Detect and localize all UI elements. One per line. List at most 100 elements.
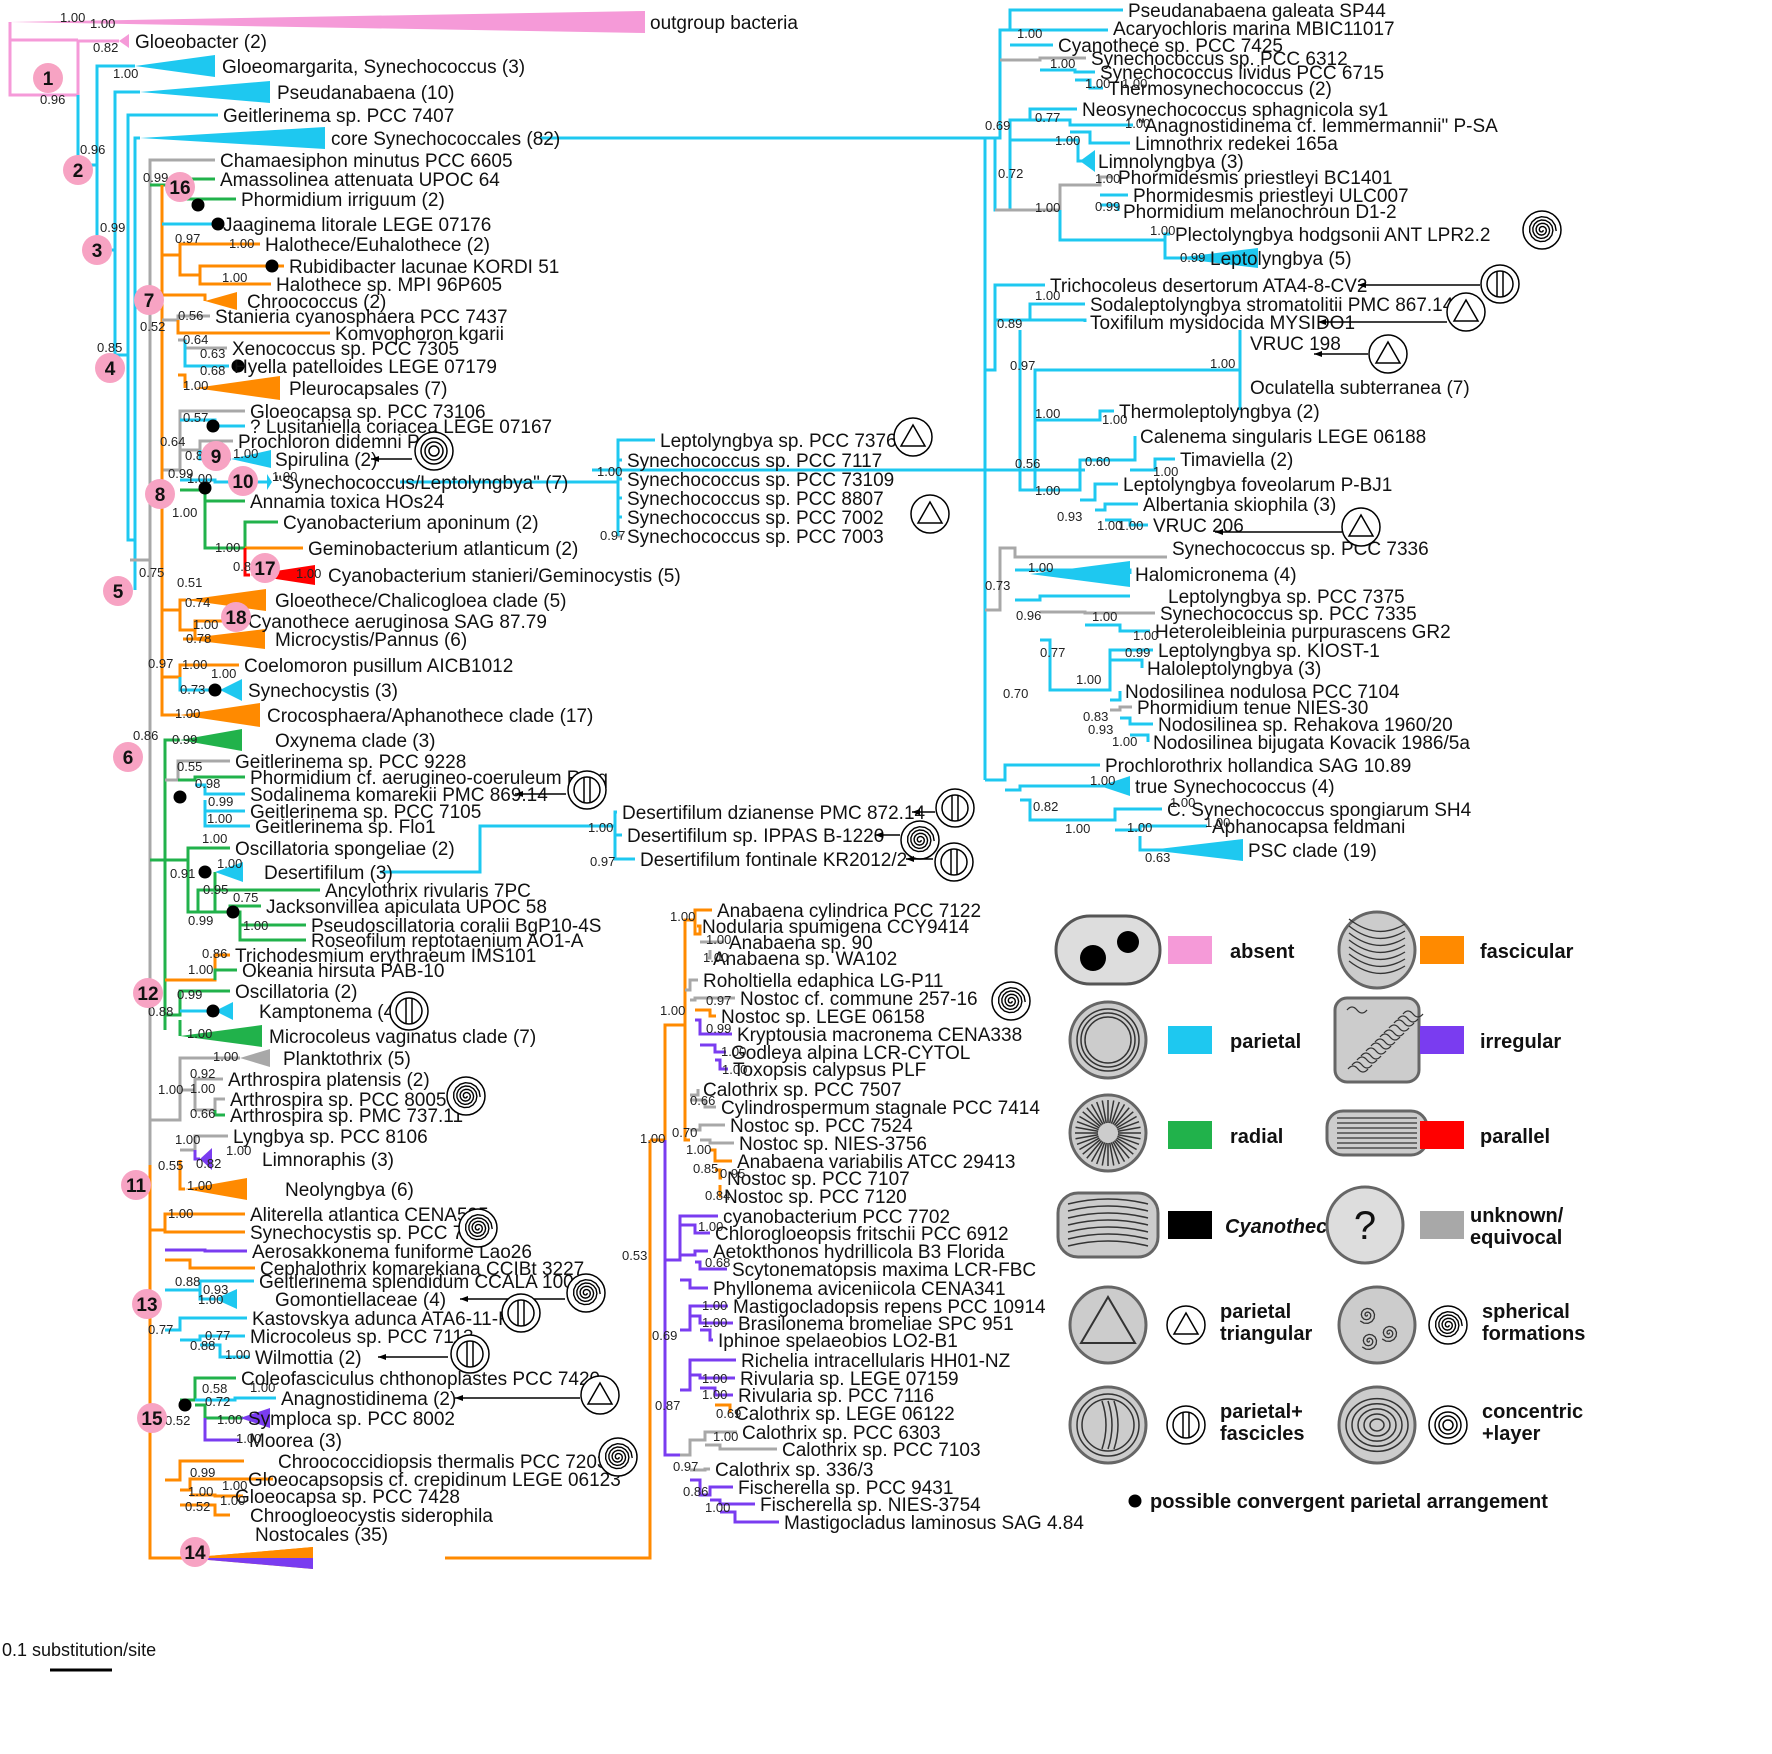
spiral-shape [906,825,935,853]
spiral-shape [464,1213,493,1241]
legend-label: Cyanothece [1225,1216,1338,1238]
node-marker-7 [134,285,164,315]
legend-label: irregular [1480,1031,1561,1053]
branch [1110,658,1144,668]
tip-11: Rubidibacter lacunae KORDI 51 [289,257,559,278]
radial-line [1116,1115,1137,1129]
support-value: 1.00 [1170,795,1195,810]
branch [163,1230,245,1234]
branch [213,1110,225,1117]
support-value: 0.77 [148,1322,173,1337]
right-tip-41: PSC clade (19) [1248,841,1377,862]
support-value: 1.00 [1097,518,1122,533]
pointer-arrowhead [906,856,914,862]
wavy-line [1067,1240,1149,1247]
convergent-dot [211,217,225,231]
branch [162,663,239,679]
collapsed-clade-wedge [135,55,215,77]
support-value: 1.00 [211,666,236,681]
wavy-line [1067,1205,1149,1212]
tip-clade-41: Desertifilum (3) [264,863,393,884]
branch [165,1248,247,1253]
node-marker-number: 11 [126,1176,147,1197]
node-marker-number: 13 [136,1295,157,1316]
irregular-squiggle [1365,1047,1387,1055]
nostocales-tip-9: Toxopsis calypsus PLF [733,1060,926,1081]
support-value: 0.72 [998,166,1023,181]
radial-line [1110,1142,1120,1165]
support-value: 0.86 [683,1484,708,1499]
node-marker-10 [228,466,258,496]
cell-outline [1337,1285,1417,1365]
tip-60: Aerosakkonema funiforme Lao26 [252,1242,532,1263]
nostocales-tip-19: Aetokthonos hydrillicola B3 Florida [713,1242,1005,1263]
tip-clade-32: Synechocystis (3) [248,681,398,702]
branch [695,1018,732,1036]
support-value: 0.93 [1088,722,1113,737]
support-value: 0.97 [175,231,200,246]
support-value: 0.52 [140,319,165,334]
support-value: 0.69 [652,1328,677,1343]
tip-25: Cyanobacterium aponinum (2) [283,513,539,534]
cell-dot [1080,945,1106,971]
right-tip-10: Phormidesmis priestleyi BC1401 [1118,168,1393,189]
legend-swatch-parietal [1168,1026,1212,1054]
node-marker-number: 14 [184,1543,206,1564]
support-value: 1.00 [1210,356,1235,371]
tip-45: Roseofilum reptotaenium AO1-A [311,931,584,952]
radial-line [1086,1107,1103,1126]
support-value: 0.77 [205,1328,230,1343]
support-value: 0.99 [177,987,202,1002]
concentric-ring [420,437,448,465]
support-value: 1.00 [190,1081,215,1096]
branch [243,548,250,577]
collapsed-clade-wedge [231,450,271,468]
branch [1020,798,1162,822]
convergent-dot [178,1398,192,1412]
tree-branches [8,8,1243,1560]
concentric-ring [1442,1419,1454,1431]
support-value: 1.00 [220,1493,245,1508]
support-value: 0.99 [100,220,125,235]
support-value: 0.51 [177,575,202,590]
branch [700,1043,726,1054]
radial-line [1117,1121,1140,1131]
node-marker-number: 10 [232,472,253,493]
radial-line [1117,1133,1141,1140]
node-marker-number: 3 [92,241,103,262]
tip-73: Gloeocapsa sp. PCC 7428 [235,1487,460,1508]
support-value: 1.00 [233,446,258,461]
tip-26: Geminobacterium atlanticum (2) [308,539,578,560]
node-marker-number: 8 [155,485,166,506]
right-tip-13: Plectolyngbya hodgsonii ANT LPR2.2 [1175,225,1490,246]
support-value: 1.00 [721,1044,746,1059]
fascicle-line [1101,1400,1107,1450]
branch [1030,318,1087,322]
radial-line [1101,1142,1108,1166]
branch [1005,784,1130,792]
concentric-ring [1351,1403,1403,1447]
inner-ring [940,848,968,876]
branch [178,1160,185,1191]
branch [700,1138,734,1145]
support-value: 1.00 [713,1429,738,1444]
irregular-squiggle [1388,1024,1410,1032]
support-value: 1.00 [1085,76,1110,91]
legend-footnote: possible convergent parietal arrangement [1150,1491,1548,1513]
branch [165,989,230,1017]
branch [1000,56,1086,62]
triangle-shape [1172,1311,1200,1335]
tip-21: Prochloron didemni P4 [238,432,431,453]
node-marker-1 [33,63,63,93]
tip-clade-30: Microcystis/Pannus (6) [275,630,467,651]
right-tip-2: Cyanothece sp. PCC 7425 [1058,36,1283,57]
tip-35: Geitlerinema sp. PCC 9228 [235,752,466,773]
support-value: 0.78 [186,631,211,646]
collapsed-clade-wedge [240,1408,270,1428]
support-value: 0.85 [97,340,122,355]
tip-54: Arthrospira sp. PMC 737.11 [230,1106,463,1127]
irregular-cell-icon [1333,996,1424,1084]
node-marker-15 [137,1403,167,1433]
